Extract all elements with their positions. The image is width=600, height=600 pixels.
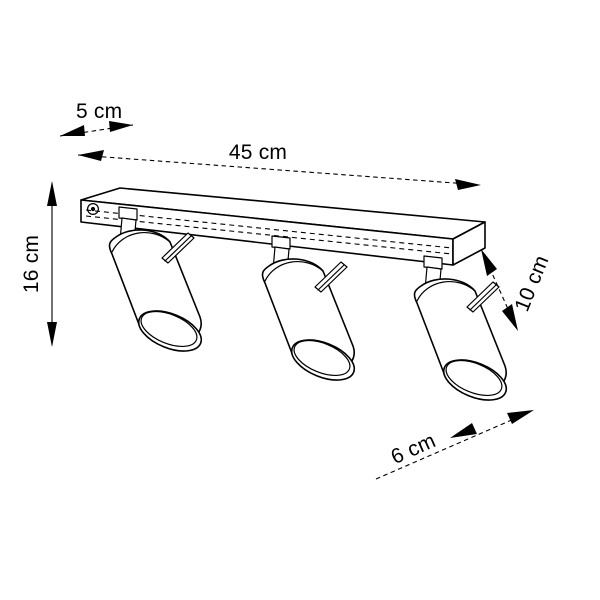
arrowhead-left [78,150,104,161]
bar-right-end-cap [452,221,486,266]
arrowhead-right [109,121,133,132]
dimension-label-16cm: 16 cm [20,235,43,293]
dimension-depth-5cm: 5 cm [59,100,134,137]
dimension-label-45cm: 45 cm [229,141,287,164]
dimension-spot-diameter-6cm: 6 cm [375,410,534,480]
arrowhead-left [60,125,85,136]
mounting-bar [80,187,486,266]
spot-3-stem-cap [423,255,443,270]
spot-3-lens-inner [445,359,503,397]
dimension-length-45cm: 45 cm [77,141,481,190]
spot-3-lever-edge [469,284,497,311]
dimension-height-16cm: 16 cm [20,181,57,347]
end-screw-core [90,206,96,212]
dimension-label-10cm: 10 cm [510,252,553,315]
spot-2-stem-cap [271,235,291,250]
spot-2-lever-edge [317,264,345,291]
bar-bevel-line-1 [85,209,453,249]
arrowhead-mid [450,423,477,438]
spot-1-lens-inner [140,310,198,348]
spot-2-top-edge [264,261,324,282]
arrowhead-upright [507,410,534,424]
spotlight-head-1 [108,206,203,352]
spot-1-top-edge [111,232,171,253]
end-screw-icon [86,203,99,216]
dimension-label-5cm: 5 cm [76,100,122,123]
arrowhead-downright [502,304,518,331]
arrowhead-upleft [481,249,497,276]
bar-bevel-line-2 [85,215,453,255]
arrowhead-up [47,181,57,206]
arrowhead-right [455,179,481,190]
spot-2-lens-inner [293,339,351,377]
spot-3-top-edge [416,281,476,302]
arrowhead-down [47,322,57,347]
spotlight-head-2 [261,235,356,381]
spot-1-lever-edge [164,235,192,262]
spot-1-stem-cap [118,206,138,221]
spotlight-head-3 [413,255,508,401]
